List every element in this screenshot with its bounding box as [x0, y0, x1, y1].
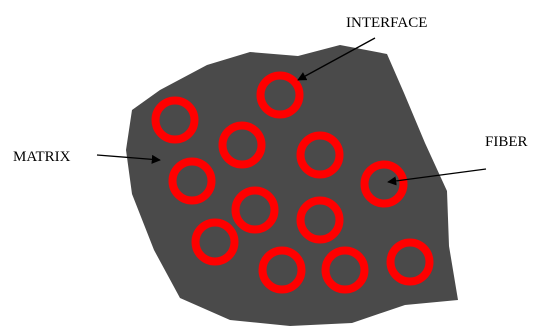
- interface-label: INTERFACE: [346, 15, 427, 31]
- fiber-ring: [321, 246, 369, 294]
- fiber-ring: [191, 218, 239, 266]
- fiber-ring: [296, 196, 344, 244]
- fiber-ring: [360, 160, 408, 208]
- fiber-ring: [296, 131, 344, 179]
- fiber-ring: [168, 157, 216, 205]
- fiber-ring: [386, 238, 434, 286]
- matrix-label: MATRIX: [13, 149, 71, 165]
- fiber-arrow: [387, 168, 487, 186]
- fiber-ring: [151, 96, 199, 144]
- matrix-region: [126, 45, 458, 326]
- fiber-group: [151, 71, 434, 294]
- fiber-ring: [231, 186, 279, 234]
- fiber-ring: [218, 121, 266, 169]
- matrix-arrow: [96, 154, 161, 164]
- fiber-ring: [256, 71, 304, 119]
- fiber-label: FIBER: [485, 134, 528, 150]
- fiber-ring: [258, 246, 306, 294]
- interface-arrow: [297, 37, 376, 81]
